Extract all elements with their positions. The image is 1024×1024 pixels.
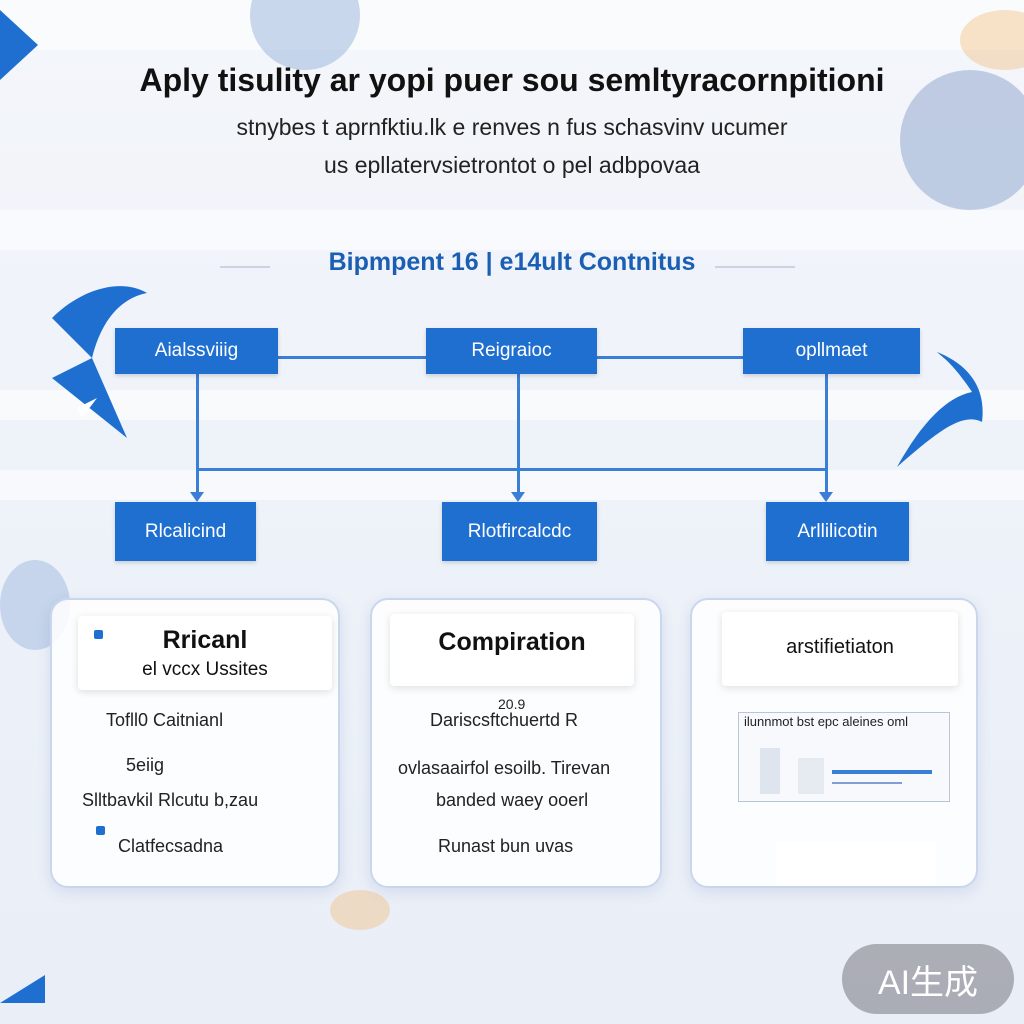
card-2-line-3: banded waey ooerl	[436, 790, 589, 810]
card-1-line-2: 5eiig	[126, 755, 165, 775]
background-blob	[250, 0, 360, 70]
connector-arrowhead	[819, 492, 833, 502]
card-1-line-4: Clatfecsadna	[118, 836, 224, 856]
card-3-line-1: ilunnmot bst epc aleines oml	[744, 714, 909, 729]
card-3-footer-box	[776, 842, 936, 886]
card-1-subheading: el vccx Ussites	[142, 659, 268, 680]
background-blob	[900, 70, 1024, 210]
card-3-chart-bar	[798, 758, 824, 794]
card-3-chart-line	[832, 770, 932, 774]
background-band	[0, 0, 1024, 50]
connector-arrowhead	[190, 492, 204, 502]
card-1-line-1: Tofll0 Caitnianl	[106, 710, 224, 730]
background-band	[0, 210, 1024, 250]
corner-triangle-icon	[0, 975, 45, 1003]
connector-middle-horizontal	[196, 468, 828, 471]
card-3-chart-line	[832, 782, 902, 784]
card-2-line-4: Runast bun uvas	[438, 836, 574, 856]
section-rule-right	[715, 266, 795, 268]
background-blob	[330, 890, 390, 930]
page-subtitle-line1: stnybes t aprnfktiu.lk e renves n fus sc…	[236, 114, 788, 140]
diagram-node-top-2: Reigraioc	[426, 328, 597, 374]
diagram-node-bottom-2: Rlotfircalcdc	[442, 502, 597, 561]
ai-generated-badge: AI生成	[842, 944, 1014, 1014]
section-rule-left	[220, 266, 270, 268]
card-3-header: arstifietiaton	[722, 612, 958, 686]
card-1-heading: Rricanl	[162, 626, 248, 654]
background-blob	[960, 10, 1024, 70]
left-swoosh-icon	[52, 286, 147, 438]
diagram-node-top-3: opllmaet	[743, 328, 920, 374]
card-2-line-2: ovlasaairfol esoilb. Tirevan	[398, 758, 611, 778]
connector-vertical	[825, 374, 828, 494]
background-band	[0, 390, 1024, 420]
connector-vertical	[196, 374, 199, 494]
connector-arrowhead	[511, 492, 525, 502]
connector-top-horizontal	[597, 356, 743, 359]
diagram-node-top-1: Aialssviiig	[115, 328, 278, 374]
card-1-header: Rricanl el vccx Ussites	[78, 616, 332, 690]
page-title: Aply tisulity ar yopi puer sou semltyrac…	[139, 62, 885, 98]
card-3-heading: arstifietiaton	[786, 636, 894, 658]
page-subtitle-line2: us epllatervsietrontot o pel adbpovaa	[324, 152, 700, 178]
connector-vertical	[517, 374, 520, 494]
corner-triangle-icon	[0, 10, 38, 80]
card-2-header: Compiration	[390, 614, 634, 686]
card-2-line-1: Dariscsftchuertd R	[430, 710, 579, 730]
card-2-caption: 20.9	[498, 696, 526, 712]
card-3-chart-bar	[760, 748, 780, 794]
diagram-section-title: Bipmpent 16 | e14ult Contnitus	[328, 248, 696, 276]
card-1-line-3: Slltbavkil Rlcutu b,zau	[82, 790, 259, 810]
card-2-heading: Compiration	[438, 628, 586, 656]
right-bird-icon	[897, 352, 983, 467]
card-1-bullet-icon	[96, 826, 105, 835]
diagram-node-bottom-1: Rlcalicind	[115, 502, 256, 561]
connector-top-horizontal	[278, 356, 426, 359]
diagram-node-bottom-3: Arllilicotin	[766, 502, 909, 561]
card-1-bullet-icon	[94, 630, 103, 639]
